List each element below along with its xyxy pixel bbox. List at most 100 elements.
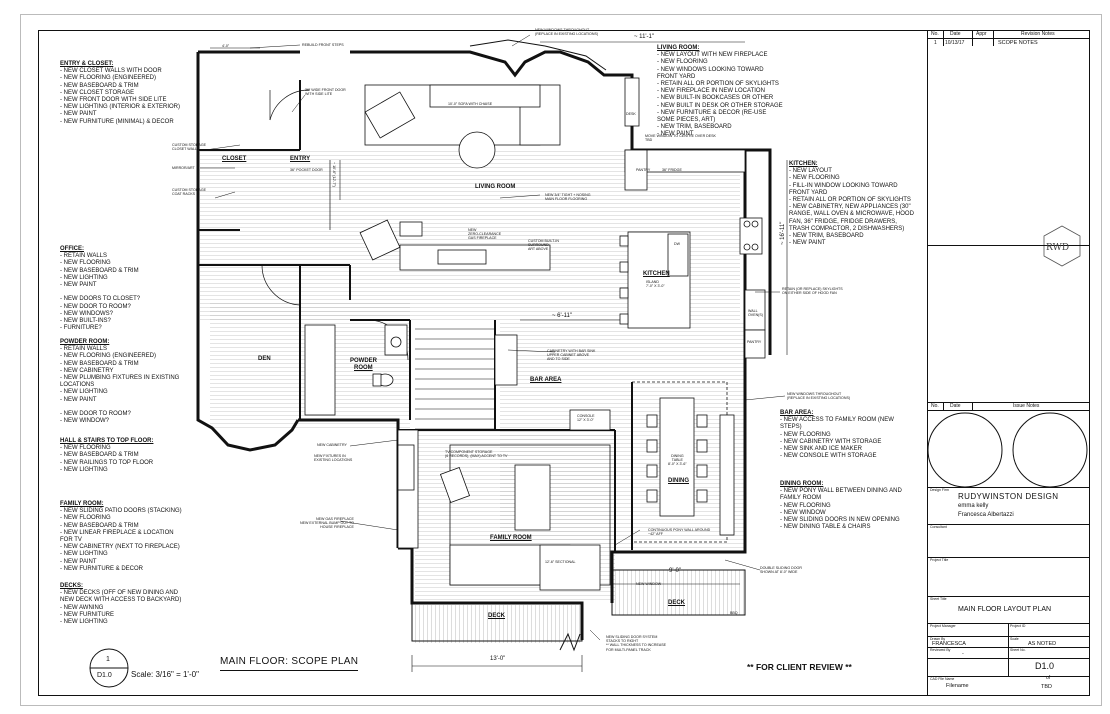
- notes-entry-item: - NEW LIGHTING (INTERIOR & EXTERIOR): [60, 104, 181, 111]
- notes-hall-title: HALL & STAIRS TO TOP FLOOR:: [60, 438, 154, 444]
- notes-entry-item: - NEW FRONT DOOR WITH SIDE LITE: [60, 97, 167, 104]
- notes-hall: HALL & STAIRS TO TOP FLOOR:- NEW FLOORIN…: [60, 438, 153, 474]
- firm-name: RUDYWINSTON DESIGN: [958, 492, 1059, 501]
- notes-decks-item: - NEW DECKS (OFF OF NEW DINING AND: [60, 590, 178, 597]
- notes-decks-item: - NEW AWNING: [60, 604, 104, 611]
- notes-dining-item: - NEW DINING TABLE & CHAIRS: [780, 524, 871, 531]
- notes-entry-list: - NEW CLOSET WALLS WITH DOOR- NEW FLOORI…: [60, 68, 180, 126]
- leader-lines: [200, 34, 786, 641]
- callout-bbq: BBQ: [730, 611, 738, 615]
- issue-h-no: No.: [931, 403, 939, 409]
- notes-office-item: [60, 289, 140, 296]
- callout-dining-table-l3: 8'-0" X 3'-6": [668, 462, 687, 467]
- callout-flooring-l1: NEW 3/4" TIGHT + NOSING: [545, 193, 591, 197]
- callout-fireplace-l2: ZERO-CLEARANCE: [468, 232, 502, 237]
- callout-console-l2: 12" X 3'-0": [577, 418, 594, 423]
- notes-powder-item: - NEW BASEBOARD & TRIM: [60, 360, 139, 367]
- notes-living-list: - NEW LAYOUT WITH NEW FIREPLACE- NEW FLO…: [657, 52, 783, 138]
- sheet-no-label: Sheet No.: [1010, 648, 1026, 652]
- rev-h-appr: Appr: [976, 31, 987, 37]
- callout-fridge: 36" FRIDGE: [662, 168, 682, 172]
- room-bar: BAR AREA: [530, 377, 562, 383]
- notes-living: LIVING ROOM:- NEW LAYOUT WITH NEW FIREPL…: [657, 45, 783, 139]
- callout-windows-dining: NEW WINDOWS THROUGHOUT(REPLACE IN EXISTI…: [787, 392, 850, 400]
- notes-office-item: - NEW BUILT-INS?: [60, 318, 111, 325]
- notes-kitchen-item: - NEW PAINT: [789, 240, 826, 247]
- callout-pony-wall: CONTINUOUS PONY WALL AROUND~42" AFF: [648, 528, 710, 536]
- notes-kitchen-title: KITCHEN:: [789, 161, 818, 167]
- callout-desk: DESK: [626, 112, 636, 116]
- project-label: Project Title: [930, 558, 949, 562]
- issue-h-notes: Issue Notes: [1013, 403, 1040, 409]
- notes-kitchen-item: - NEW LAYOUT: [789, 168, 832, 175]
- family-furniture: [397, 444, 611, 591]
- logo-text: RWD: [1046, 243, 1070, 253]
- callout-island-l1: ISLAND: [646, 280, 659, 284]
- callout-tv-storage-l2: (6 RECORDS), (MAX) ACCENT TO TV: [445, 454, 508, 459]
- notes-family-item: - NEW CABINETRY (NEXT TO FIREPLACE): [60, 544, 180, 551]
- firm-person-2: Francesca Albertazzi: [958, 512, 1014, 518]
- notes-office-item: - NEW PAINT: [60, 282, 97, 289]
- notes-entry-item: - NEW FURNITURE (MINIMAL) & DECOR: [60, 118, 174, 125]
- notes-family-item: - NEW LIGHTING: [60, 551, 108, 558]
- sheet-total: TBD: [1041, 684, 1052, 690]
- callout-gas-fireplace-l3: HOUSE FIREPLACE: [320, 525, 354, 530]
- notes-living-item: - NEW FURNITURE & DECOR (RE-USE: [657, 109, 767, 116]
- notes-entry-item: - NEW PAINT: [60, 111, 97, 118]
- notes-family-item: - NEW LINEAR FIREPLACE & LOCATION: [60, 529, 174, 536]
- notes-kitchen-item: FRONT YARD: [789, 189, 828, 196]
- notes-living-item: - NEW BUILT IN DESK OR OTHER STORAGE: [657, 102, 783, 109]
- rev-1-no: 1: [934, 40, 937, 46]
- room-den: DEN: [258, 356, 271, 362]
- notes-kitchen-item: - FILL-IN WINDOW LOOKING TOWARD: [789, 182, 898, 189]
- notes-dining-item: FAMILY ROOM: [780, 495, 822, 502]
- callout-sliding-door-l4: FOR MULTI-PANEL TRACK: [606, 647, 651, 652]
- notes-living-item: - NEW FLOORING: [657, 59, 708, 66]
- notes-decks: DECKS:- NEW DECKS (OFF OF NEW DINING AND…: [60, 583, 181, 626]
- callout-sliding-door-l2: STACKS TO RIGHT: [606, 639, 639, 644]
- callout-closet-storage-l1: CUSTOM STORAGE: [172, 143, 207, 147]
- pid-label: Project ID: [1010, 624, 1026, 628]
- callout-move-window-l2: TBD: [645, 138, 653, 143]
- dim-entry-height: ~ 10'-6" (12'-7"): [332, 162, 336, 187]
- notes-family: FAMILY ROOM:- NEW SLIDING PATIO DOORS (S…: [60, 501, 182, 573]
- room-entry: ENTRY: [290, 156, 311, 162]
- notes-bar-item: STEPS): [780, 424, 802, 431]
- notes-powder-item: - NEW FLOORING (ENGINEERED): [60, 353, 157, 360]
- drawn-label: Drawn By: [930, 637, 946, 641]
- detail-number: 1: [106, 656, 110, 663]
- callout-flooring-l2: MAIN FLOOR FLOORING: [545, 197, 588, 202]
- notes-powder-item: - NEW DOOR TO ROOM?: [60, 411, 131, 418]
- notes-bar-item: - NEW SINK AND ICE MAKER: [780, 446, 863, 453]
- notes-living-item: - NEW WINDOWS LOOKING TOWARD: [657, 66, 764, 73]
- notes-entry-item: - NEW BASEBOARD & TRIM: [60, 82, 139, 89]
- notes-powder-item: - NEW CABINETRY: [60, 367, 114, 374]
- callout-windows-top-l2: (REPLACE IN EXISTING LOCATIONS): [535, 32, 599, 37]
- callout-windows-top: NEW WINDOWS THROUGHOUT(REPLACE IN EXISTI…: [535, 28, 598, 36]
- notes-powder-item: - NEW LIGHTING: [60, 389, 108, 396]
- living-bay-window: [469, 39, 607, 71]
- living-furniture: [359, 77, 640, 271]
- dim-bottom: 13'-0": [490, 656, 506, 662]
- room-powder-2: ROOM: [354, 365, 373, 371]
- deck-outline: [411, 569, 746, 642]
- callout-built-in-l1: CUSTOM BUILT-IN: [528, 239, 560, 243]
- notes-entry-item: - NEW CLOSET STORAGE: [60, 89, 135, 96]
- callout-new-cabinet: NEW CABINETRY: [317, 443, 347, 447]
- notes-kitchen-item: RANGE, WALL OVEN & MICROWAVE, HOOD: [789, 211, 914, 218]
- room-deck-left: DECK: [488, 613, 506, 619]
- detail-sheet: D1.0: [97, 672, 112, 679]
- notes-living-item: - NEW LAYOUT WITH NEW FIREPLACE: [657, 52, 768, 59]
- notes-living-item: - NEW FIREPLACE IN NEW LOCATION: [657, 88, 765, 95]
- break-line: [559, 632, 581, 652]
- callout-sliding-door-l1: NEW SLIDING DOOR SYSTEM: [606, 635, 658, 639]
- callout-fixtures-l2: EXISTING LOCATIONS: [314, 458, 353, 463]
